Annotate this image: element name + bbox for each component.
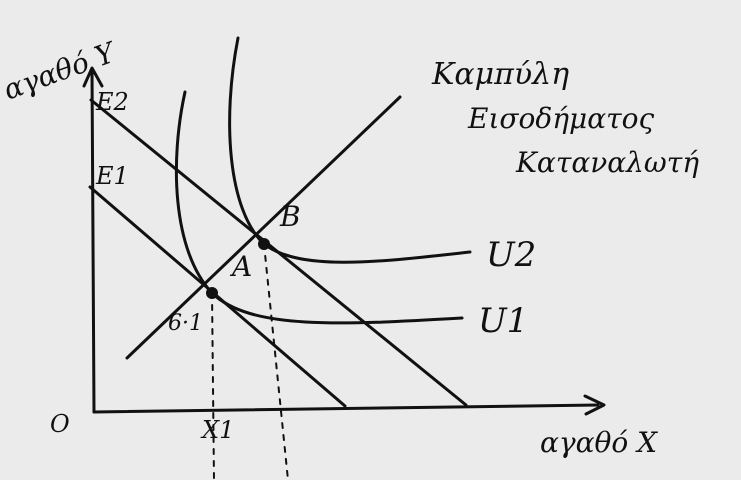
income-curve-label-line-2: Εισοδήματος [467,102,654,135]
income-curve-label-line-1: Καμπύλη [431,57,569,92]
point-a-projection-line [211,292,215,480]
budget-line-2-label: Ε2 [95,88,129,116]
x-axis-label: αγαθό Χ [540,426,658,459]
point-a-label: A [229,250,252,283]
income-curve-label-line-3: Καταναλωτή [515,146,699,179]
y-axis-line [90,68,96,414]
indifference-curve-1 [174,90,464,325]
y-axis-arrow-icon [82,66,104,88]
point-a-marker [206,287,218,299]
income-consumption-curve [125,95,402,360]
point-a-y-label: 6·1 [168,311,203,336]
indifference-curve-1-label: U1 [478,301,528,341]
indifference-curve-2-label: U2 [486,235,536,275]
budget-line-1-label: Ε1 [95,162,129,190]
point-b-projection-line [263,243,289,480]
point-b-label: B [279,200,301,233]
x-axis-arrow-icon [583,394,606,416]
point-b-marker [258,238,270,250]
origin-label: O [50,410,70,438]
point-a-x-label: Χ1 [200,416,234,444]
x-axis-line [92,403,600,414]
